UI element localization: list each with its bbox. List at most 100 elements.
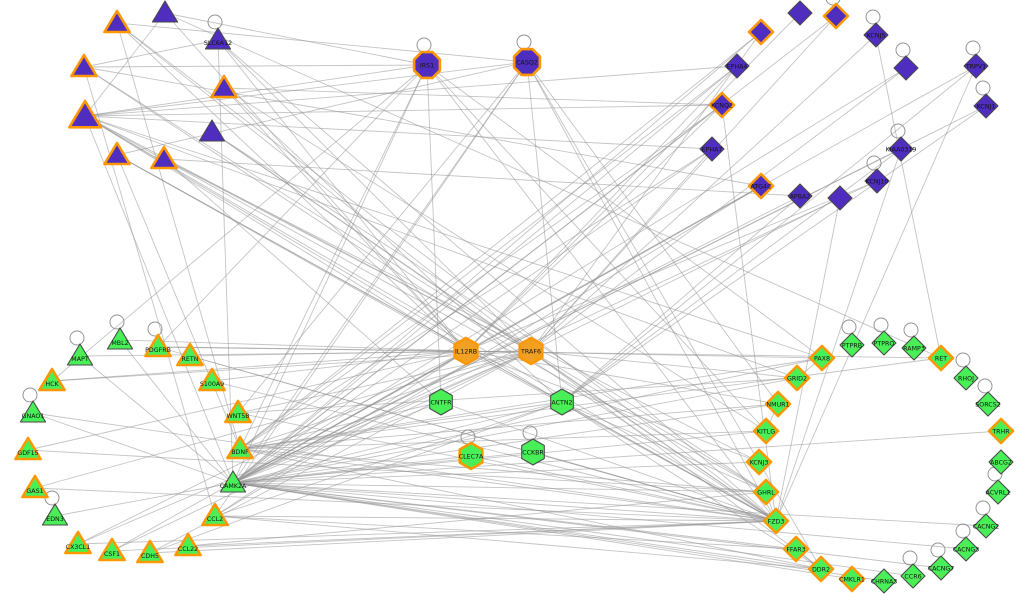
node-NMUR1[interactable]: NMUR1 (764, 390, 792, 418)
triangle-node-shape[interactable] (219, 470, 247, 493)
triangle-node-shape[interactable] (150, 145, 178, 170)
octagon-node-shape[interactable] (512, 47, 542, 77)
node-pd6[interactable] (893, 55, 919, 81)
node-pt7[interactable] (198, 119, 226, 142)
diamond-node-shape[interactable] (987, 417, 1015, 445)
triangle-node-shape[interactable] (68, 99, 103, 129)
node-SORCS2[interactable]: SORCS2 (975, 391, 1001, 417)
triangle-node-shape[interactable] (176, 342, 204, 367)
node-CX3CL1[interactable]: CX3CL1 (64, 530, 92, 555)
hexagon-node-shape[interactable] (429, 388, 453, 416)
hexagon-node-shape[interactable] (518, 336, 544, 366)
triangle-node-shape[interactable] (38, 367, 66, 392)
node-ABCG2[interactable]: ABCG2 (988, 449, 1014, 475)
node-pt4[interactable] (70, 53, 98, 78)
node-CACNG3[interactable]: CACNG3 (953, 536, 980, 562)
node-GNAO1[interactable]: GNAO1 (19, 400, 47, 423)
node-TRAF6[interactable]: TRAF6 (518, 336, 544, 366)
diamond-node-shape[interactable] (752, 417, 780, 445)
node-PTPRO[interactable]: PTPRO (871, 330, 897, 356)
diamond-node-shape[interactable] (985, 479, 1011, 505)
diamond-node-shape[interactable] (975, 391, 1001, 417)
node-CLEC7A[interactable]: CLEC7A (458, 441, 484, 471)
triangle-node-shape[interactable] (174, 532, 202, 557)
triangle-node-shape[interactable] (103, 141, 131, 166)
triangle-node-shape[interactable] (210, 74, 238, 99)
diamond-node-shape[interactable] (871, 330, 897, 356)
diamond-node-shape[interactable] (928, 555, 954, 581)
diamond-node-shape[interactable] (871, 568, 897, 594)
diamond-node-shape[interactable] (864, 168, 890, 194)
node-pt8[interactable] (103, 141, 131, 166)
diamond-node-shape[interactable] (901, 335, 927, 361)
diamond-node-shape[interactable] (724, 53, 750, 79)
diamond-node-shape[interactable] (752, 478, 780, 506)
triangle-node-shape[interactable] (204, 27, 232, 50)
diamond-node-shape[interactable] (787, 0, 813, 26)
diamond-node-shape[interactable] (927, 344, 955, 372)
node-MAPT[interactable]: MAPT (66, 343, 94, 366)
triangle-node-shape[interactable] (226, 435, 254, 460)
hexagon-node-shape[interactable] (458, 441, 484, 471)
diamond-node-shape[interactable] (973, 513, 999, 539)
node-IL12RB[interactable]: IL12RB (453, 336, 479, 366)
node-PTPRB[interactable]: PTPRB (839, 332, 865, 358)
node-KCNJ5[interactable]: KCNJ5 (863, 22, 889, 48)
diamond-node-shape[interactable] (973, 93, 999, 119)
diamond-node-shape[interactable] (787, 183, 813, 209)
node-TRHR[interactable]: TRHR (987, 417, 1015, 445)
node-CCL2[interactable]: CCL2 (201, 502, 229, 527)
node-SLC6A12[interactable]: SLC6A12 (204, 27, 232, 50)
triangle-node-shape[interactable] (198, 119, 226, 142)
node-KITLG[interactable]: KITLG (752, 417, 780, 445)
diamond-node-shape[interactable] (708, 91, 736, 119)
triangle-node-shape[interactable] (106, 327, 134, 350)
diamond-node-shape[interactable] (900, 563, 926, 589)
node-DDR2[interactable]: DDR2 (807, 555, 835, 583)
node-KCNJ1[interactable]: KCNJ1 (973, 93, 999, 119)
diamond-node-shape[interactable] (863, 22, 889, 48)
triangle-node-shape[interactable] (98, 537, 126, 562)
node-GDF15[interactable]: GDF15 (14, 436, 42, 461)
node-ACVRL1[interactable]: ACVRL1 (985, 479, 1011, 505)
node-KCNJ10[interactable]: KCNJ10 (864, 168, 890, 194)
triangle-node-shape[interactable] (41, 503, 69, 526)
node-pd14[interactable] (827, 185, 853, 211)
triangle-node-shape[interactable] (144, 333, 172, 358)
node-CASQ2[interactable]: CASQ2 (512, 47, 542, 77)
diamond-node-shape[interactable] (822, 2, 850, 30)
node-pt9[interactable] (150, 145, 178, 170)
triangle-node-shape[interactable] (21, 474, 49, 499)
triangle-node-shape[interactable] (66, 343, 94, 366)
diamond-node-shape[interactable] (893, 55, 919, 81)
diamond-node-shape[interactable] (839, 332, 865, 358)
diamond-node-shape[interactable] (747, 172, 775, 200)
node-GRID2[interactable]: GRID2 (783, 364, 811, 392)
node-pt1[interactable] (103, 9, 131, 34)
node-RET[interactable]: RET (927, 344, 955, 372)
diamond-node-shape[interactable] (762, 507, 790, 535)
triangle-node-shape[interactable] (19, 400, 47, 423)
node-CMKLR1[interactable]: CMKLR1 (838, 565, 866, 593)
node-S100A9[interactable]: S100A9 (198, 367, 226, 392)
node-GAS1[interactable]: GAS1 (21, 474, 49, 499)
diamond-node-shape[interactable] (953, 365, 979, 391)
node-RHOJ[interactable]: RHOJ (953, 365, 979, 391)
node-CCKBR[interactable]: CCKBR (521, 438, 545, 466)
octagon-node-shape[interactable] (412, 50, 442, 80)
diamond-node-shape[interactable] (827, 185, 853, 211)
node-pt2[interactable] (151, 0, 179, 23)
node-RAMP3[interactable]: RAMP3 (901, 335, 927, 361)
node-pd3[interactable] (822, 2, 850, 30)
node-APBA2[interactable]: APBA2 (787, 183, 813, 209)
diamond-node-shape[interactable] (764, 390, 792, 418)
node-CACNG7[interactable]: CACNG7 (928, 555, 955, 581)
diamond-node-shape[interactable] (783, 364, 811, 392)
diamond-node-shape[interactable] (807, 555, 835, 583)
hexagon-node-shape[interactable] (453, 336, 479, 366)
hexagon-node-shape[interactable] (521, 438, 545, 466)
node-CACNG2[interactable]: CACNG2 (973, 513, 1000, 539)
diamond-node-shape[interactable] (988, 449, 1014, 475)
node-pt6[interactable] (68, 99, 103, 129)
diamond-node-shape[interactable] (838, 565, 866, 593)
